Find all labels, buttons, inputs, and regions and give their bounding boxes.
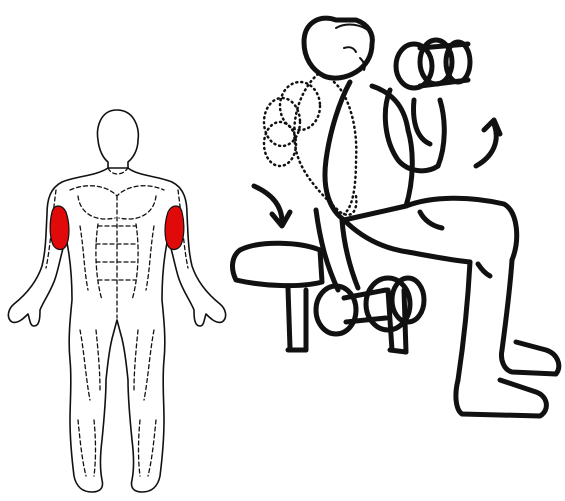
curved-up-arrow-head <box>484 120 500 134</box>
anatomy-head <box>98 110 139 170</box>
anatomy-figure <box>8 110 225 492</box>
exercise-person-illustration <box>233 18 559 416</box>
curved-down-arrow <box>254 186 282 222</box>
lowered-dumbbell <box>316 278 424 334</box>
left-biceps-highlight <box>50 206 69 249</box>
right-biceps-highlight <box>165 206 184 249</box>
person-legs <box>344 198 559 416</box>
raised-dumbbell <box>396 40 470 88</box>
